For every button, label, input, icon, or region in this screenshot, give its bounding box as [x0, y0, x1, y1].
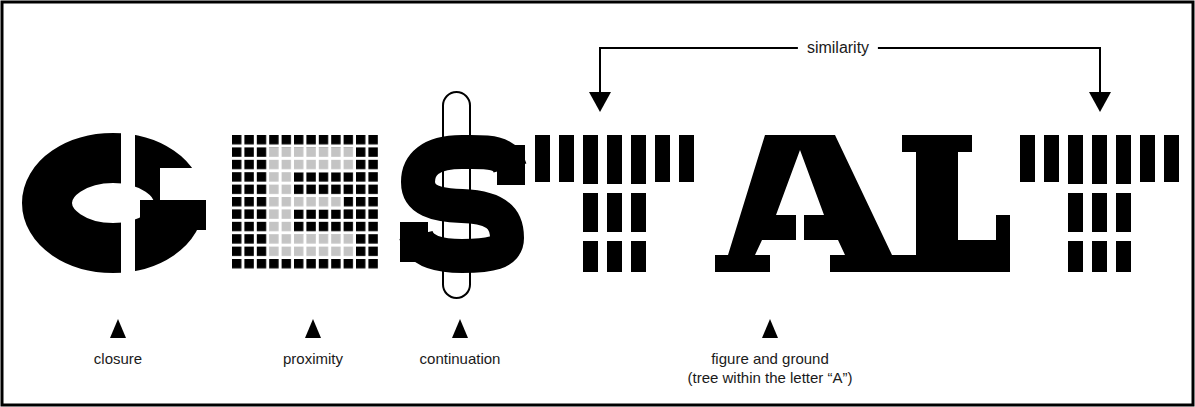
s-top-serif: [497, 145, 525, 185]
letter-a-figure-ground: [715, 135, 906, 272]
pointer-triangle: [305, 319, 321, 338]
letter-l: [902, 135, 1010, 272]
s-bottom-serif: [400, 222, 428, 262]
principle-label: closure: [94, 350, 142, 368]
principle-heading: similarity: [798, 39, 878, 57]
note-label: (tree within the letter “A”): [687, 369, 852, 387]
square-grid: [232, 135, 378, 269]
t-gap: [1015, 184, 1185, 193]
e-mask: [269, 147, 356, 259]
letter-s-continuation: [400, 92, 525, 298]
letter-t-similar: [530, 135, 700, 272]
principle-label: figure and ground: [711, 350, 829, 368]
letter-t-similar: [1015, 135, 1185, 272]
principle-label: continuation: [420, 350, 501, 368]
arrowhead: [1089, 92, 1111, 112]
arrowhead: [589, 92, 611, 112]
letter-e-proximity: [232, 135, 378, 269]
g-stencil-gap: [121, 128, 135, 278]
g-crossbar: [140, 200, 206, 230]
s-stroke: [416, 152, 510, 256]
t-striped-shape: [535, 135, 694, 272]
g-opening: [160, 168, 210, 201]
pointer-triangles: [110, 319, 778, 338]
l-shape: [902, 135, 1010, 272]
pointer-triangle: [452, 319, 468, 338]
pointer-triangle: [762, 319, 778, 338]
a-shape: [715, 135, 906, 272]
t-striped-shape: [1020, 135, 1179, 272]
tree-ground: [776, 150, 824, 241]
similarity-bracket: [589, 48, 1111, 112]
pointer-triangle: [110, 319, 126, 338]
principle-label: proximity: [283, 350, 343, 368]
t-gap: [530, 232, 700, 241]
e-gray-squares: [269, 147, 356, 259]
t-gap: [1015, 232, 1185, 241]
t-gap: [530, 184, 700, 193]
letter-g-closure: [47, 128, 210, 278]
